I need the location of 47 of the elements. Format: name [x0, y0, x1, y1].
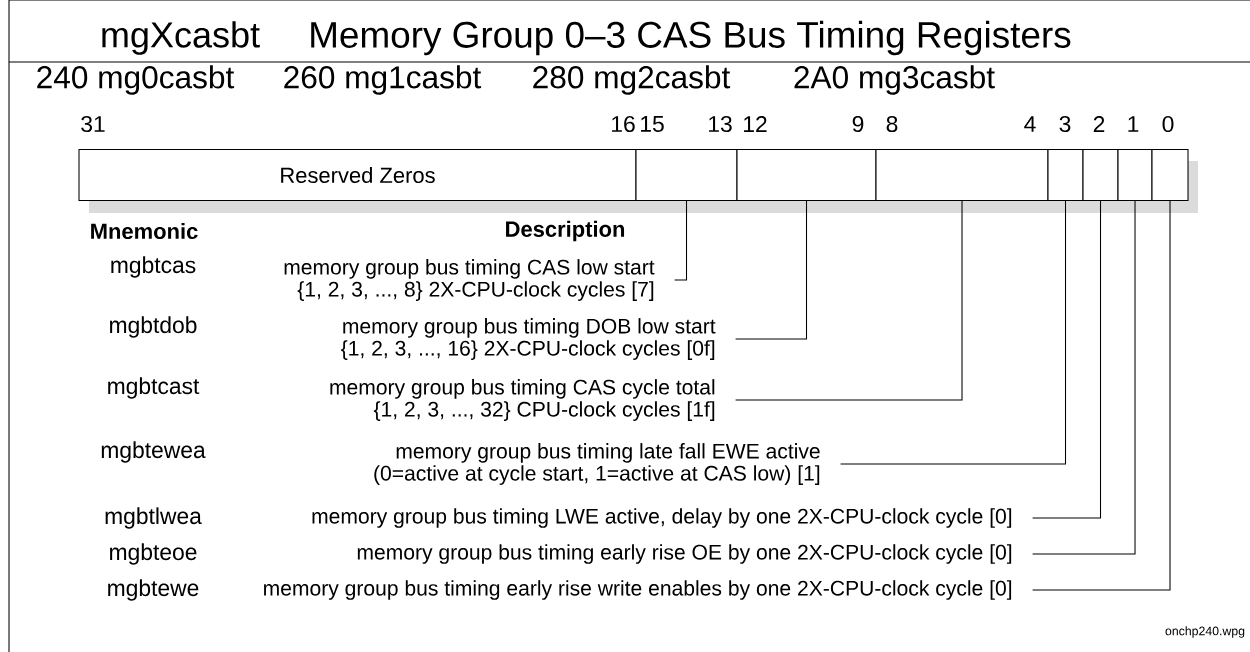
leader-line [735, 200, 808, 340]
bit-field [736, 149, 877, 202]
bit-number: 9 [852, 115, 864, 133]
bit-number: 3 [1059, 115, 1071, 133]
register-address: 2A0 mg3casbt [794, 65, 995, 95]
bit-field [1151, 149, 1189, 202]
bit-field [1117, 149, 1153, 202]
column-header: Mnemonic [91, 222, 198, 240]
register-name: mgXcasbt [102, 21, 260, 55]
bit-field [1082, 149, 1119, 202]
mnemonic: mgbtewe [108, 579, 199, 601]
title: Memory Group 0–3 CAS Bus Timing Registers [311, 20, 1071, 56]
register-address: 280 mg2casbt [533, 65, 731, 95]
bit-field [635, 149, 738, 202]
register-address: 260 mg1casbt [284, 65, 482, 95]
bit-number: 2 [1093, 116, 1105, 132]
leader-line [1032, 200, 1102, 519]
description-text: memory group bus timing LWE active, delay by one 2X-CPU-clock cycle [0] [312, 508, 1012, 528]
leader-line [674, 200, 688, 281]
mnemonic: mgbtdob [110, 316, 197, 338]
leader-line [735, 200, 963, 401]
bit-field [1047, 149, 1084, 202]
bit-number: 4 [1024, 116, 1036, 132]
description-text: memory group bus timing CAS low start {1, 2, 3, ..., 8} 2X-CPU-clock cycles [7] [284, 259, 655, 301]
bit-number: 12 [744, 116, 767, 132]
leader-line [840, 200, 1067, 465]
register-address: 240 mg0casbt [37, 65, 235, 95]
bit-number: 8 [886, 115, 898, 133]
bit-number: 1 [1128, 116, 1139, 132]
description-text: memory group bus timing early rise OE by one 2X-CPU-clock cycle [0] [357, 544, 1012, 564]
mnemonic: mgbtewea [101, 441, 206, 463]
mnemonic: mgbtcast [108, 377, 200, 399]
description-text: memory group bus timing CAS cycle total {1, 2, 3, ..., 32} CPU-clock cycles [1f] [330, 379, 715, 421]
leader-line [1032, 200, 1136, 555]
mnemonic: mgbtlwea [105, 507, 202, 529]
mnemonic: mgbteoe [110, 543, 197, 565]
bit-number: 15 [641, 116, 664, 132]
description-text: memory group bus timing late fall EWE active (0=active at cycle start, 1=active at CAS low) [1] [374, 443, 820, 485]
column-header: Description [506, 220, 625, 242]
bit-number: 13 [709, 115, 732, 133]
description-text: memory group bus timing early rise write enables by one 2X-CPU-clock cycle [0] [264, 580, 1012, 600]
bit-number: 0 [1162, 115, 1174, 133]
bit-number: 16 [612, 115, 635, 133]
description-text: memory group bus timing DOB low start {1, 2, 3, ..., 16} 2X-CPU-clock cycles [0f] [341, 318, 716, 360]
leader-line [1032, 200, 1171, 591]
file-name: onchp240.wpg [1165, 626, 1245, 638]
mnemonic: mgbtcas [111, 256, 196, 278]
